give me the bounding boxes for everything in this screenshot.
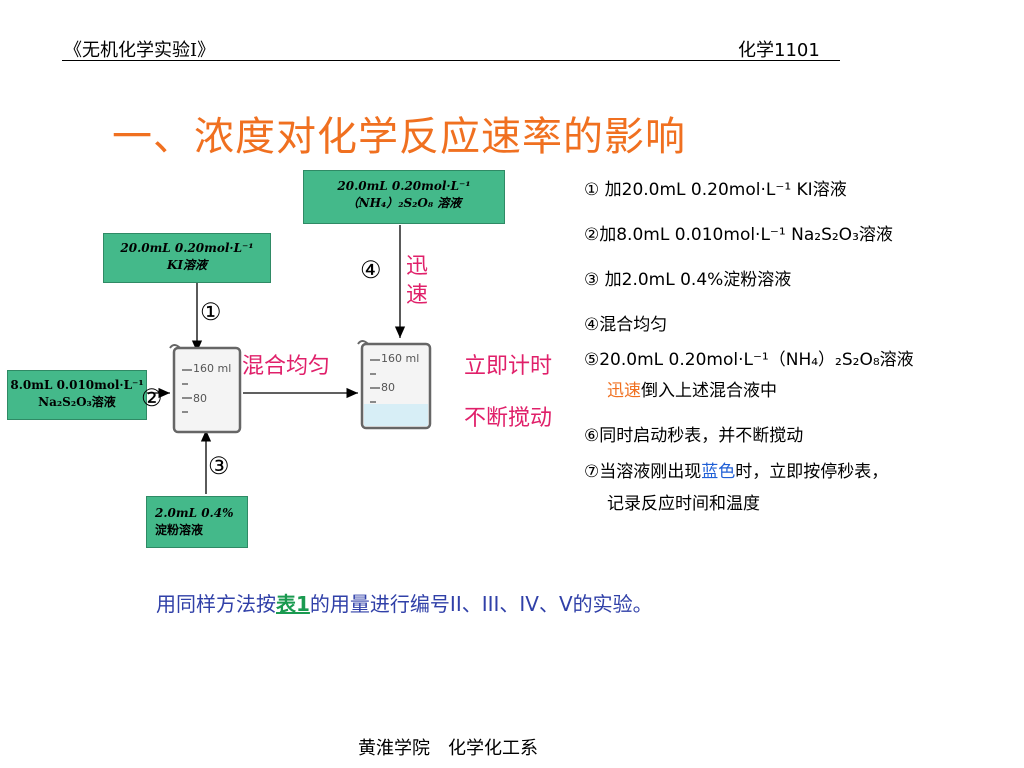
beaker-left-mark-bottom: 80 <box>193 392 207 405</box>
blue-highlight: 蓝色 <box>701 462 736 482</box>
step-5: ⑤20.0mL 0.20mol·L⁻¹（NH₄）₂S₂O₈溶液 <box>584 350 914 370</box>
footer: 黄淮学院 化学化工系 <box>358 738 538 759</box>
fast-label: 迅速 <box>406 254 429 308</box>
step-7-continued: 记录反应时间和温度 <box>607 494 760 514</box>
reagent-box-starch: 2.0mL 0.4% 淀粉溶液 <box>146 496 248 548</box>
reagent-starch-name: 淀粉溶液 <box>155 523 204 537</box>
beaker-right-mark-top: 160 ml <box>381 352 420 365</box>
reagent-ki-name: KI溶液 <box>166 258 208 272</box>
step-1: ① 加20.0mL 0.20mol·L⁻¹ KI溶液 <box>584 180 847 200</box>
stir-label: 不断搅动 <box>464 406 553 431</box>
step-number-2: ② <box>141 384 163 412</box>
bottom-pre: 用同样方法按 <box>156 592 276 616</box>
class-label: 化学1101 <box>738 40 820 61</box>
step-2: ②加8.0mL 0.010mol·L⁻¹ Na₂S₂O₃溶液 <box>584 225 893 245</box>
beaker-left <box>169 344 242 434</box>
course-title: 《无机化学实验Ⅰ》 <box>64 40 216 61</box>
step-number-1: ① <box>200 298 222 326</box>
beaker-left-mark-top: 160 ml <box>193 362 232 375</box>
step-4: ④混合均匀 <box>584 315 668 335</box>
beaker-right-mark-bottom: 80 <box>381 381 395 394</box>
reagent-nh4-name: （NH₄）₂S₂O₈ 溶液 <box>346 196 462 210</box>
header-divider <box>62 60 840 61</box>
reagent-ki-amount: 20.0mL 0.20mol·L⁻¹ <box>120 241 254 255</box>
bottom-post: 的用量进行编号II、III、IV、V的实验。 <box>309 592 653 616</box>
step-7-post: 时，立即按停秒表， <box>735 462 889 482</box>
mix-label: 混合均匀 <box>242 354 331 379</box>
bottom-instruction: 用同样方法按表1的用量进行编号II、III、IV、V的实验。 <box>156 588 653 617</box>
fast-highlight: 迅速 <box>607 381 641 401</box>
step-number-4: ④ <box>360 256 382 284</box>
table-1-link[interactable]: 表1 <box>276 592 310 616</box>
reagent-na-amount: 8.0mL 0.010mol·L⁻¹ <box>10 378 144 392</box>
step-7: ⑦当溶液刚出现蓝色时，立即按停秒表， <box>584 457 888 482</box>
reagent-box-nh4: 20.0mL 0.20mol·L⁻¹ （NH₄）₂S₂O₈ 溶液 <box>303 170 505 224</box>
reagent-na-name: Na₂S₂O₃溶液 <box>38 395 116 409</box>
step-5-rest: 倒入上述混合液中 <box>641 381 777 401</box>
step-3: ③ 加2.0mL 0.4%淀粉溶液 <box>584 270 792 290</box>
start-timing-label: 立即计时 <box>464 354 553 379</box>
page-title: 一、浓度对化学反应速率的影响 <box>112 114 686 160</box>
reagent-nh4-amount: 20.0mL 0.20mol·L⁻¹ <box>337 179 471 193</box>
reagent-box-na2s2o3: 8.0mL 0.010mol·L⁻¹ Na₂S₂O₃溶液 <box>7 370 147 420</box>
step-6: ⑥同时启动秒表，并不断搅动 <box>584 426 804 446</box>
reagent-starch-amount: 2.0mL 0.4% <box>155 506 234 520</box>
step-number-3: ③ <box>208 452 230 480</box>
step-7-pre: ⑦当溶液刚出现 <box>584 462 702 482</box>
beaker-right <box>357 340 432 430</box>
step-5-continued: 迅速倒入上述混合液中 <box>607 376 777 401</box>
reagent-box-ki: 20.0mL 0.20mol·L⁻¹ KI溶液 <box>103 233 271 283</box>
